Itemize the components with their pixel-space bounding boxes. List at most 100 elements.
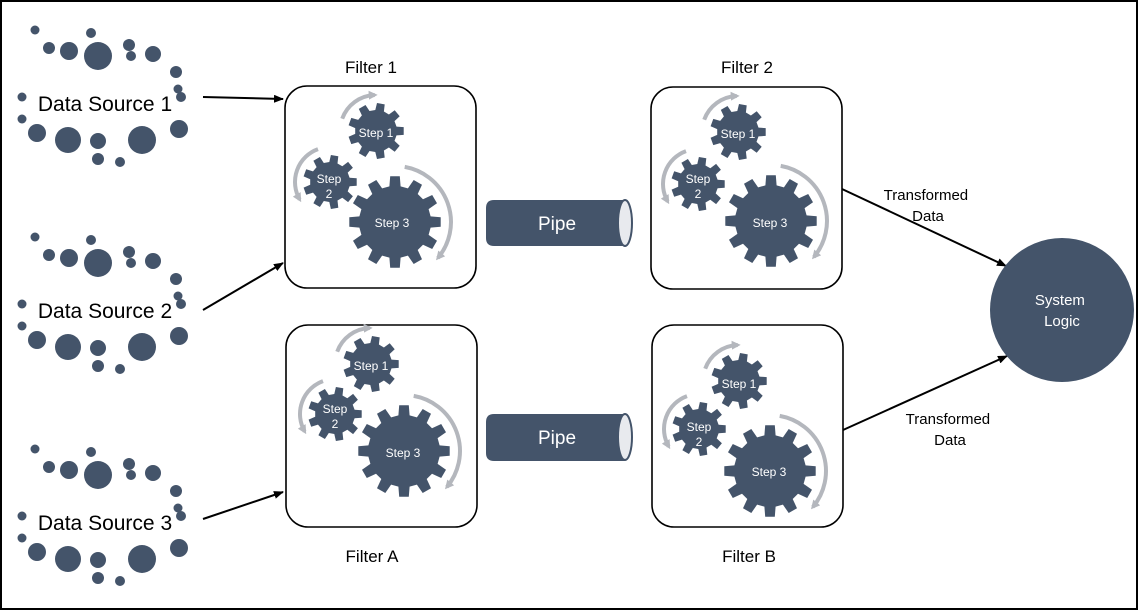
filter-b-step-3-label: Step 3: [752, 465, 787, 479]
data-source-2-dot: [17, 299, 27, 309]
data-source-2-dot: [28, 331, 46, 349]
data-source-2-dot: [86, 235, 96, 245]
gear-icon: [349, 176, 441, 268]
system-logic-label: System Logic: [1035, 292, 1089, 330]
data-source-3-dot: [170, 485, 182, 497]
data-source-2-dot: [43, 249, 55, 261]
data-source-1-dot: [55, 127, 81, 153]
filter-a-title: Filter A: [346, 547, 400, 566]
transformed-data-top-label: Transformed Data: [884, 187, 973, 225]
rotation-arrow-icon: [292, 147, 319, 203]
data-source-3-dot: [128, 545, 156, 573]
filter-a-step-1-label: Step 1: [354, 359, 389, 373]
data-source-3-dot: [28, 543, 46, 561]
rotation-arrow-icon: [660, 149, 687, 205]
filter-b-title: Filter B: [722, 547, 776, 566]
arrow-filterb-to-system-logic: [842, 355, 1008, 431]
data-source-2-dot: [170, 327, 188, 345]
data-source-1-dot: [176, 92, 186, 102]
data-source-2-dot: [60, 249, 78, 267]
rotation-arrow-icon: [340, 90, 378, 120]
filter-b-step-1-label: Step 1: [722, 377, 757, 391]
data-source-3-dot: [90, 552, 106, 568]
data-source-3-dot: [43, 461, 55, 473]
data-source-1-dot: [30, 25, 40, 35]
data-source-1-dot: [128, 126, 156, 154]
gear-icon: [724, 425, 816, 517]
data-source-3-dot: [17, 511, 27, 521]
rotation-arrow-icon: [703, 340, 741, 370]
data-source-2-dot: [128, 333, 156, 361]
data-source-3-label: Data Source 3: [38, 512, 172, 535]
data-source-1-dot: [84, 42, 112, 70]
transformed-data-bottom-line1: Transformed: [906, 411, 990, 428]
data-source-1-dot: [173, 84, 183, 94]
gear-icon: [303, 155, 357, 209]
data-source-1-dot: [28, 124, 46, 142]
data-source-2-dot: [173, 291, 183, 301]
data-source-2-dot: [17, 321, 27, 331]
transformed-data-top-line1: Transformed: [884, 187, 968, 204]
rotation-arrow-icon: [404, 164, 453, 261]
data-source-1-dot: [145, 46, 161, 62]
data-source-1-dot: [60, 42, 78, 60]
transformed-data-bottom-label: Transformed Data: [906, 411, 995, 449]
arrow-source3-to-filtera: [202, 491, 284, 520]
data-sources: [17, 25, 188, 586]
rotation-arrow-icon: [297, 379, 324, 435]
rotation-arrow-icon: [413, 393, 462, 490]
pipe-top: Pipe: [486, 199, 633, 247]
data-source-3-dot: [123, 458, 135, 470]
data-source-1-dot: [17, 92, 27, 102]
data-source-3-dot: [92, 572, 104, 584]
data-source-3-dot: [176, 511, 186, 521]
data-source-3-dot: [173, 503, 183, 513]
data-source-3-dot: [17, 533, 27, 543]
data-source-1-dot: [170, 66, 182, 78]
data-source-1-dot: [115, 157, 125, 167]
rotation-arrow-icon: [661, 394, 688, 450]
data-source-1-dot: [126, 51, 136, 61]
transformed-data-bottom-line2: Data: [934, 432, 966, 449]
data-source-1-dot: [92, 153, 104, 165]
gear-icon: [343, 336, 399, 392]
data-source-3-dot: [86, 447, 96, 457]
data-source-3-dot: [30, 444, 40, 454]
data-source-2-dot: [115, 364, 125, 374]
data-source-2-dot: [176, 299, 186, 309]
data-source-1-dot: [86, 28, 96, 38]
data-source-2-dot: [126, 258, 136, 268]
pipe-top-label: Pipe: [538, 214, 576, 235]
system-logic-line1: System: [1035, 292, 1085, 309]
data-source-2-dot: [30, 232, 40, 242]
data-source-2-dot: [123, 246, 135, 258]
data-source-1-dot: [123, 39, 135, 51]
arrow-filter2-to-system-logic: [841, 188, 1007, 267]
rotation-arrow-icon: [779, 413, 828, 510]
data-source-3-dot: [145, 465, 161, 481]
arrow-source2-to-filter1: [202, 262, 284, 311]
data-source-2-dot: [90, 340, 106, 356]
filter-1-step-3-label: Step 3: [375, 216, 410, 230]
data-source-2-dot: [145, 253, 161, 269]
filter-2-title: Filter 2: [721, 58, 773, 77]
data-source-2-dot: [55, 334, 81, 360]
gear-icon: [672, 402, 726, 456]
data-source-3-dot: [84, 461, 112, 489]
pipe-bottom: Pipe: [486, 413, 633, 461]
pipe-bottom-label: Pipe: [538, 428, 576, 449]
data-source-1-dot: [17, 114, 27, 124]
filter-2-step-1-label: Step 1: [721, 127, 756, 141]
gear-icon: [308, 387, 362, 441]
data-source-2-dot: [84, 249, 112, 277]
filter-a-step-3-label: Step 3: [386, 446, 421, 460]
gear-icon: [711, 353, 767, 409]
